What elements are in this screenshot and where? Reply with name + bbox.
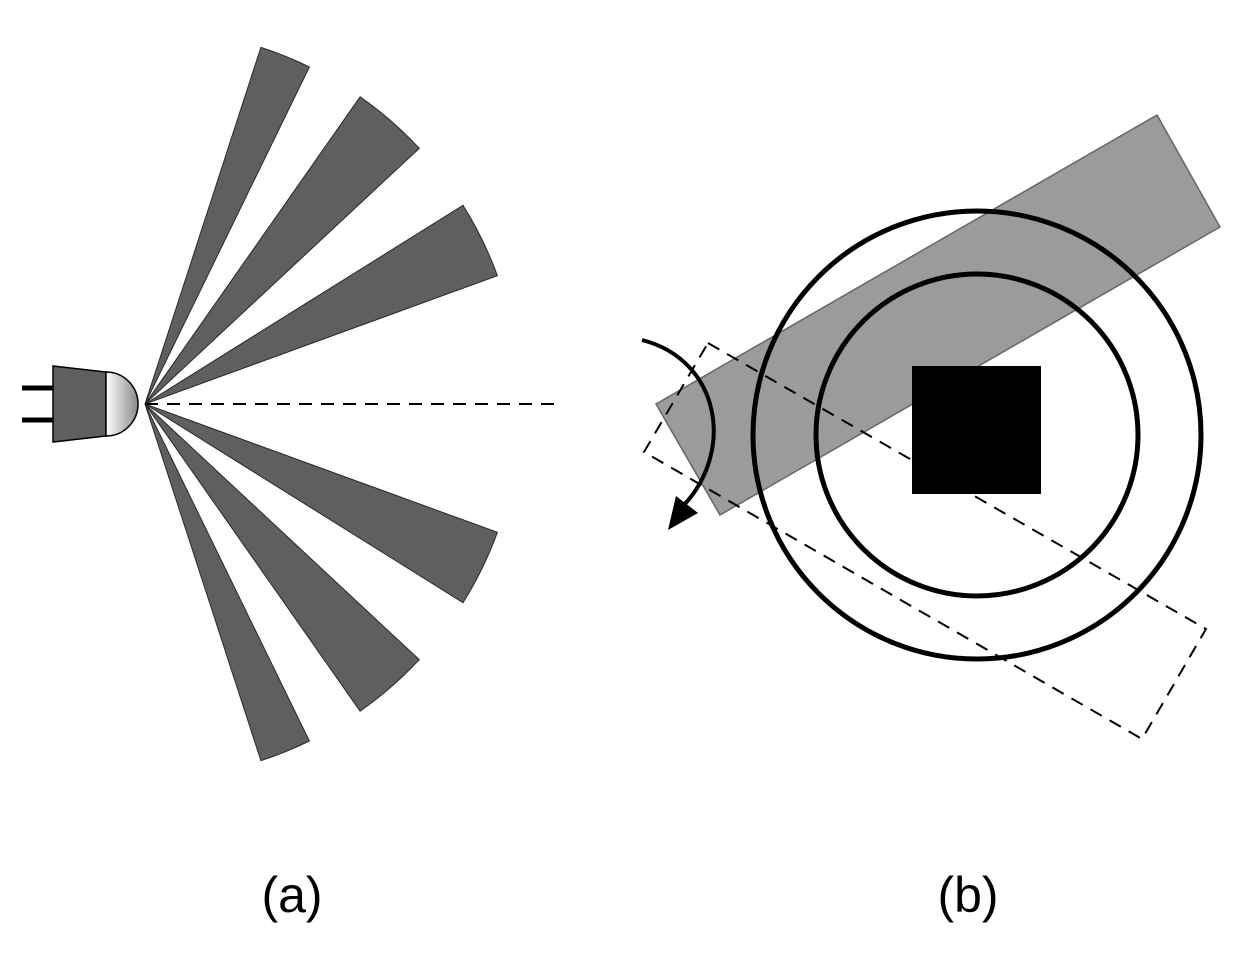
inner-ring: [813, 271, 1141, 599]
rotated-bar-dashed-outline: [642, 341, 1208, 741]
beam-wedge-5: [144, 403, 421, 712]
emitter-lens: [105, 371, 139, 437]
beam-wedge-2: [144, 96, 421, 405]
beam-wedge-1: [144, 46, 311, 405]
beam-wedge-3: [144, 204, 499, 405]
emitter: [22, 365, 139, 443]
beam-wedge-6: [144, 403, 311, 762]
panel-a-label: (a): [261, 867, 322, 923]
rotation-arrow-arc: [641, 338, 716, 507]
target-square: [912, 366, 1041, 494]
rotation-arrow-head-icon: [668, 496, 698, 530]
panel-b-label: (b): [937, 867, 998, 923]
panel-a: (a): [22, 46, 556, 923]
beam-wedge-4: [144, 403, 499, 604]
emitter-body: [52, 365, 107, 443]
panel-b: (b): [641, 113, 1222, 923]
outer-ring: [750, 208, 1204, 662]
beam-fan: [144, 46, 499, 762]
